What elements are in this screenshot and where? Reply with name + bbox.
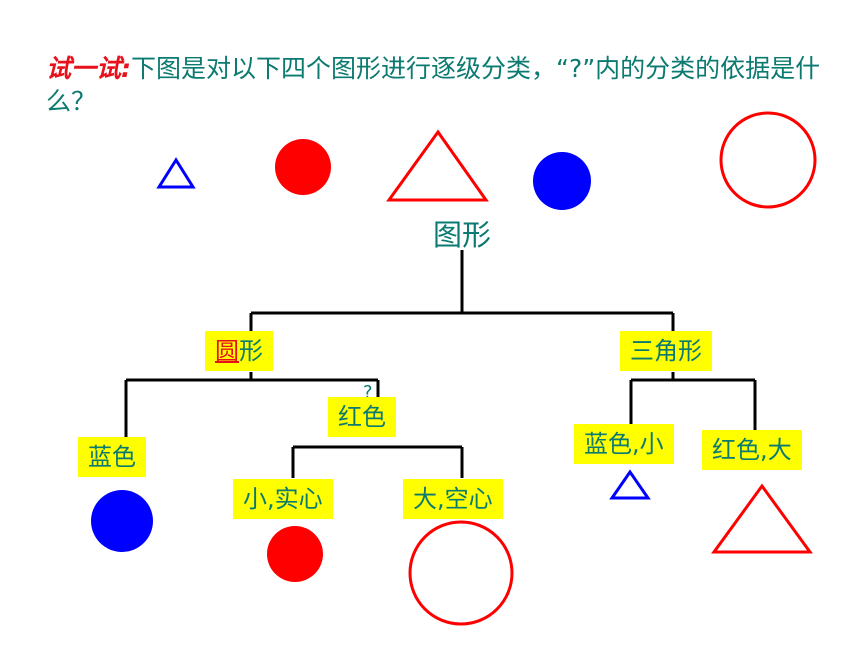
- root-node-shapes: 图形: [433, 218, 492, 252]
- leaf-blue-circle: [91, 490, 153, 552]
- small-blue-solid-circle: [533, 152, 591, 210]
- large-red-triangle-icon: [386, 129, 489, 202]
- node-circle-accent: 圆: [215, 337, 239, 365]
- node-small-solid: 小,实心: [233, 479, 333, 519]
- question-lead: 试一试:: [46, 54, 131, 83]
- leaf-large-hollow-circle: [408, 520, 514, 626]
- stray-mark: ?: [363, 382, 373, 403]
- node-blue: 蓝色: [78, 437, 146, 477]
- node-large-hollow: 大,空心: [403, 479, 503, 519]
- leaf-small-red-circle: [267, 526, 323, 582]
- node-triangle: 三角形: [620, 331, 712, 371]
- node-circle-rest: 形: [239, 337, 263, 365]
- question-body: 下图是对以下四个图形进行逐级分类，“?”内的分类的依据是什么？: [46, 54, 821, 116]
- leaf-large-red-triangle-icon: [711, 483, 813, 554]
- question-text: 试一试:下图是对以下四个图形进行逐级分类，“?”内的分类的依据是什么？: [46, 52, 846, 118]
- small-red-solid-circle: [275, 139, 331, 195]
- node-red-large: 红色,大: [702, 430, 802, 470]
- node-blue-small: 蓝色,小: [574, 424, 674, 464]
- small-blue-triangle-icon: [156, 157, 196, 189]
- tree-connectors: [124, 250, 757, 478]
- node-red: 红色: [328, 397, 396, 437]
- leaf-small-blue-triangle-icon: [609, 469, 651, 500]
- large-red-hollow-circle: [719, 111, 817, 209]
- node-circle: 圆形: [205, 331, 273, 371]
